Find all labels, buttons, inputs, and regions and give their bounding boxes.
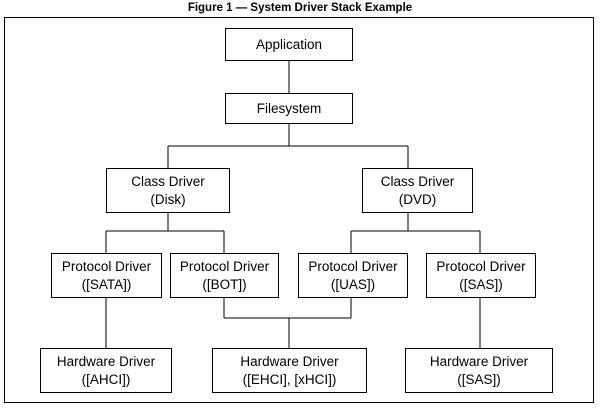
protocol-driver-sata-subtitle: ([SATA]) <box>81 276 132 292</box>
protocol-driver-uas-subtitle: ([UAS]) <box>330 276 376 292</box>
hardware-driver-ahci-title: Hardware Driver <box>56 353 156 369</box>
class-driver-dvd-title: Class Driver <box>380 173 455 189</box>
hardware-driver-sas-subtitle: ([SAS]) <box>457 371 501 387</box>
hardware-driver-sas-title: Hardware Driver <box>429 353 529 369</box>
hardware-driver-ehci-xhci-node: Hardware Driver ([EHCI], [xHCI]) <box>212 348 367 393</box>
filesystem-label: Filesystem <box>256 100 322 116</box>
class-driver-disk-subtitle: (Disk) <box>150 191 186 207</box>
protocol-driver-uas-node: Protocol Driver ([UAS]) <box>298 253 408 298</box>
figure-caption: Figure 1 — System Driver Stack Example <box>187 2 413 14</box>
protocol-driver-sas-node: Protocol Driver ([SAS]) <box>426 253 536 298</box>
protocol-driver-sas-title: Protocol Driver <box>436 258 526 274</box>
hardware-driver-ahci-node: Hardware Driver ([AHCI]) <box>40 348 172 393</box>
diagram-frame <box>4 17 594 403</box>
protocol-driver-bot-subtitle: ([BOT]) <box>202 276 247 292</box>
class-driver-disk-title: Class Driver <box>131 173 205 189</box>
protocol-driver-uas-title: Protocol Driver <box>308 258 398 274</box>
class-driver-disk-node: Class Driver (Disk) <box>106 168 230 213</box>
application-label: Application <box>255 36 323 52</box>
hardware-driver-ehci-xhci-subtitle: ([EHCI], [xHCI]) <box>242 371 337 387</box>
application-node: Application <box>225 28 353 61</box>
hardware-driver-sas-node: Hardware Driver ([SAS]) <box>405 348 553 393</box>
hardware-driver-ehci-xhci-title: Hardware Driver <box>240 353 339 369</box>
protocol-driver-sata-node: Protocol Driver ([SATA]) <box>51 253 162 298</box>
protocol-driver-bot-node: Protocol Driver ([BOT]) <box>170 253 279 298</box>
protocol-driver-bot-title: Protocol Driver <box>179 258 270 274</box>
class-driver-dvd-node: Class Driver (DVD) <box>362 168 473 213</box>
protocol-driver-sata-title: Protocol Driver <box>61 258 152 274</box>
class-driver-dvd-subtitle: (DVD) <box>398 191 437 207</box>
filesystem-node: Filesystem <box>225 93 353 124</box>
hardware-driver-ahci-subtitle: ([AHCI]) <box>81 371 131 387</box>
protocol-driver-sas-subtitle: ([SAS]) <box>459 276 503 292</box>
